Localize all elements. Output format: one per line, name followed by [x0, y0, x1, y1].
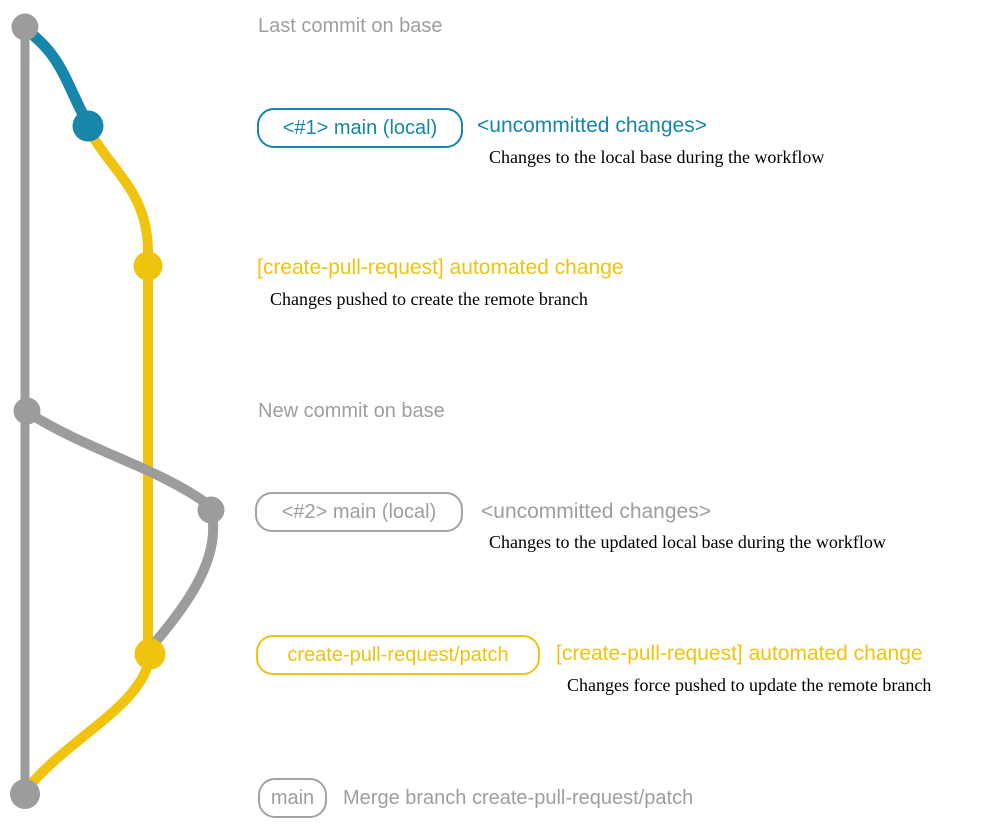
- commit-dot-base-new: [13, 397, 41, 425]
- merge-line: [21, 651, 155, 795]
- branch-tag-local-main-1: <#1> main (local): [257, 108, 463, 148]
- branch-tag-local-main-2: <#2> main (local): [255, 492, 463, 532]
- branch-tag-main: main: [258, 778, 327, 818]
- local-main-2-branch-line: [22, 407, 215, 511]
- commit-dot-base-last: [11, 13, 39, 41]
- branch-tag-patch: create-pull-request/patch: [256, 635, 540, 675]
- uncommitted-changes-2: <uncommitted changes>: [481, 500, 711, 523]
- force-push-line: [147, 505, 219, 651]
- commit-dot-remote-patch-1: [133, 251, 163, 281]
- new-commit-label: New commit on base: [258, 400, 445, 422]
- patch-branch-line: [84, 125, 153, 658]
- commit-dot-merge: [10, 779, 40, 809]
- commit-dot-local-main-1: [72, 110, 104, 142]
- last-commit-label: Last commit on base: [258, 15, 443, 37]
- branch-tag-local-main-2-label: <#2> main (local): [281, 500, 437, 523]
- caption-local-main-2: Changes to the updated local base during…: [489, 532, 886, 552]
- commit-message-automated-2: [create-pull-request] automated change: [556, 642, 923, 665]
- commit-dot-local-main-2: [197, 496, 225, 524]
- caption-local-main-1: Changes to the local base during the wor…: [489, 147, 825, 167]
- branch-tag-main-label: main: [270, 786, 315, 809]
- caption-automated-1: Changes pushed to create the remote bran…: [270, 289, 588, 309]
- branch-tag-patch-label: create-pull-request/patch: [287, 643, 509, 666]
- uncommitted-changes-1: <uncommitted changes>: [477, 114, 707, 137]
- merge-commit-message: Merge branch create-pull-request/patch: [343, 787, 694, 809]
- commit-graph: [10, 13, 225, 809]
- commit-dot-remote-patch-2: [134, 638, 166, 670]
- commit-message-automated-1: [create-pull-request] automated change: [257, 256, 624, 279]
- local-main-1-branch-line: [19, 23, 93, 128]
- caption-automated-2: Changes force pushed to update the remot…: [567, 675, 932, 695]
- branch-tag-local-main-1-label: <#1> main (local): [282, 116, 438, 139]
